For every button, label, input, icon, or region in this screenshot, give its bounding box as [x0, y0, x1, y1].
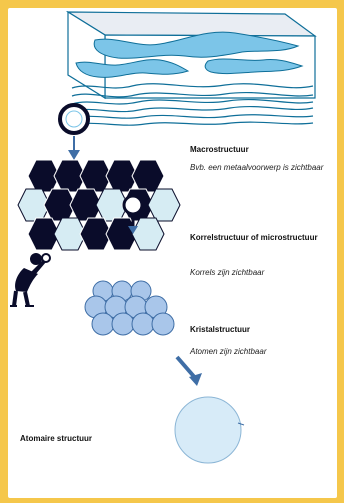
- macrostructure-slab: [68, 12, 315, 125]
- crystal-structure: [85, 281, 174, 335]
- arrow-1: [68, 136, 80, 160]
- kristal-title: Kristalstructuur: [190, 325, 330, 335]
- grain-structure: [18, 160, 180, 250]
- atom: [175, 397, 244, 463]
- atomair-title: Atomaire structuur: [20, 434, 170, 444]
- magnifier-icon: [60, 105, 88, 133]
- kristal-description: Atomen zijn zichtbaar: [190, 347, 330, 357]
- korrel-title: Korrelstructuur of microstructuur: [190, 233, 330, 243]
- macro-title: Macrostructuur: [190, 145, 330, 155]
- korrel-description: Korrels zijn zichtbaar: [190, 268, 330, 278]
- macro-description: Bvb. een metaalvoorwerp is zichtbaar: [190, 163, 330, 173]
- person-icon: [10, 253, 50, 306]
- arrow-3: [177, 357, 202, 386]
